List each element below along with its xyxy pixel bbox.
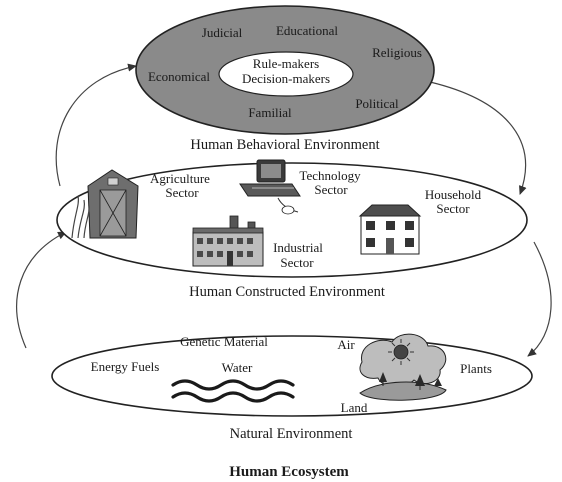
- constructed-caption: Human Constructed Environment: [189, 284, 385, 300]
- water-waves-icon: [171, 379, 295, 403]
- economical-label: Economical: [148, 69, 210, 84]
- plants-label: Plants: [460, 361, 492, 376]
- industrial-label-1: Industrial: [273, 240, 323, 255]
- technology-label-1: Technology: [299, 168, 361, 183]
- factory-icon: [192, 215, 264, 267]
- rule-makers-label: Rule-makers: [253, 56, 319, 71]
- land-label: Land: [341, 400, 368, 415]
- agriculture-label-1: Agriculture: [150, 171, 210, 186]
- political-label: Political: [355, 96, 399, 111]
- behavioral-caption: Human Behavioral Environment: [190, 137, 379, 153]
- genetic-material-label: Genetic Material: [180, 334, 268, 349]
- industrial-label-2: Sector: [280, 255, 314, 270]
- water-label: Water: [222, 360, 253, 375]
- arrow-behavioral-to-constructed: [429, 81, 527, 195]
- familial-label: Familial: [248, 105, 292, 120]
- air-label: Air: [337, 337, 355, 352]
- energy-fuels-label: Energy Fuels: [91, 359, 160, 374]
- natural-caption: Natural Environment: [230, 426, 353, 442]
- house-icon: [358, 204, 422, 255]
- figure-title: Human Ecosystem: [229, 464, 349, 480]
- sky-sun-land-icon: [359, 333, 447, 401]
- arrow-natural-to-constructed: [16, 231, 67, 349]
- household-label-1: Household: [425, 187, 482, 202]
- arrow-constructed-to-behavioral: [55, 63, 137, 187]
- barn-icon: [71, 169, 139, 239]
- computer-icon: [239, 159, 301, 215]
- arrow-constructed-to-natural: [527, 241, 552, 357]
- agriculture-label-2: Sector: [165, 185, 199, 200]
- religious-label: Religious: [372, 45, 422, 60]
- technology-label-2: Sector: [314, 182, 348, 197]
- natural-ellipse: [51, 335, 533, 417]
- judicial-label: Judicial: [202, 25, 243, 40]
- rule-makers-ellipse: [218, 51, 354, 97]
- household-label-2: Sector: [436, 201, 470, 216]
- educational-label: Educational: [276, 23, 338, 38]
- decision-makers-label: Decision-makers: [242, 71, 330, 86]
